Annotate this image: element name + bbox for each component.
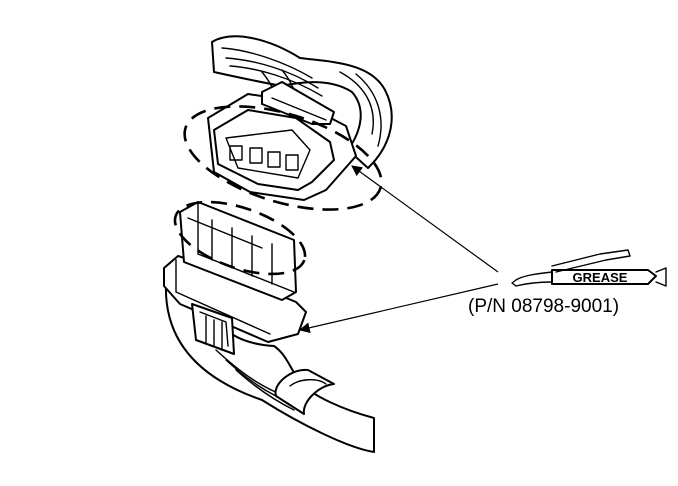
terminal-cavity-4 [285, 154, 299, 171]
housing-side-panel [191, 303, 235, 355]
upper-connector-lock-tab [261, 81, 335, 125]
terminal-cavity-3 [267, 151, 281, 168]
terminal-cavity-2 [249, 147, 263, 164]
leader-to-upper-connector [351, 165, 499, 273]
grease-tube-icon: GREASE [511, 249, 667, 287]
lower-grease-zone [173, 200, 307, 276]
upper-grease-zone [183, 105, 383, 211]
terminal-cavity-1 [229, 145, 243, 161]
lower-connector [163, 200, 375, 453]
upper-connector [183, 35, 393, 211]
upper-connector-face [213, 109, 335, 191]
leader-to-lower-connector [298, 283, 499, 334]
part-number-label: (P/N 08798-9001) [468, 296, 620, 317]
grease-label: GREASE [573, 270, 628, 285]
